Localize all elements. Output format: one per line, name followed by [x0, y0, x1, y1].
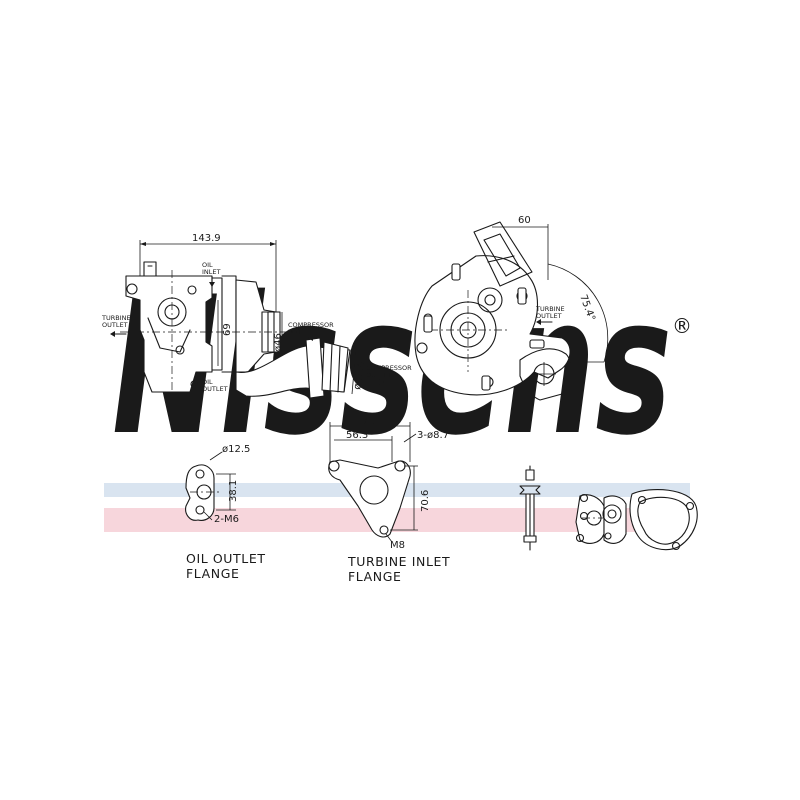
- label-oil-inlet: OIL: [202, 261, 213, 269]
- label-oil-outlet-2: OUTLET: [202, 385, 228, 393]
- dim-turbine-height: 70.6: [420, 490, 431, 512]
- dim-60: 60: [518, 215, 531, 226]
- turbine-inlet-flange: 71 56.3 3-ø8.7 70.6 M8 TURBINE INLET FLA…: [328, 416, 450, 584]
- oil-flange-caption: OIL OUTLET: [186, 551, 266, 566]
- label-compressor-inlet: COMPRESSOR: [288, 321, 334, 329]
- label-fv-turbine-outlet-2: OUTLET: [536, 312, 562, 320]
- dim-46: ø46: [273, 333, 284, 352]
- label-oil-inlet-2: INLET: [202, 268, 221, 276]
- front-view: 60 75.4° TURBINE OUTLET: [414, 215, 609, 401]
- dim-turbine-width: 71: [362, 416, 375, 427]
- turbine-thread: M8: [390, 540, 405, 551]
- accessory-parts: [519, 465, 698, 551]
- label-fv-turbine-outlet: TURBINE: [535, 305, 565, 313]
- dim-oil-height: 38.1: [228, 480, 239, 502]
- oil-outlet-flange: 38.1 ø12.5 2-M6 OIL OUTLET FLANGE: [185, 444, 266, 581]
- turbine-holes: 3-ø8.7: [417, 430, 449, 441]
- side-view: 143.9 69 ø46 ø46.4 OIL: [101, 233, 412, 400]
- label-compressor-inlet-2: INLET: [288, 328, 307, 336]
- dim-turbine-half: 56.3: [346, 430, 368, 441]
- oil-thread: 2-M6: [214, 514, 239, 525]
- label-turbine-outlet-2: OUTLET: [102, 321, 128, 329]
- label-oil-outlet: OIL: [202, 378, 213, 386]
- registered-mark: ®: [672, 314, 692, 338]
- dim-oil-dia: ø12.5: [222, 444, 250, 455]
- turbine-flange-caption: TURBINE INLET: [347, 554, 450, 569]
- dim-overall-length: 143.9: [192, 233, 221, 244]
- label-turbine-outlet: TURBINE: [101, 314, 131, 322]
- label-compressor-outlet: COMPRESSOR: [366, 364, 412, 372]
- dim-69: 69: [222, 323, 233, 336]
- turbine-flange-caption-2: FLANGE: [348, 569, 402, 584]
- label-compressor-outlet-2: OUTLET: [366, 371, 392, 379]
- oil-flange-caption-2: FLANGE: [186, 566, 240, 581]
- dim-46-4: ø46.4: [352, 361, 367, 391]
